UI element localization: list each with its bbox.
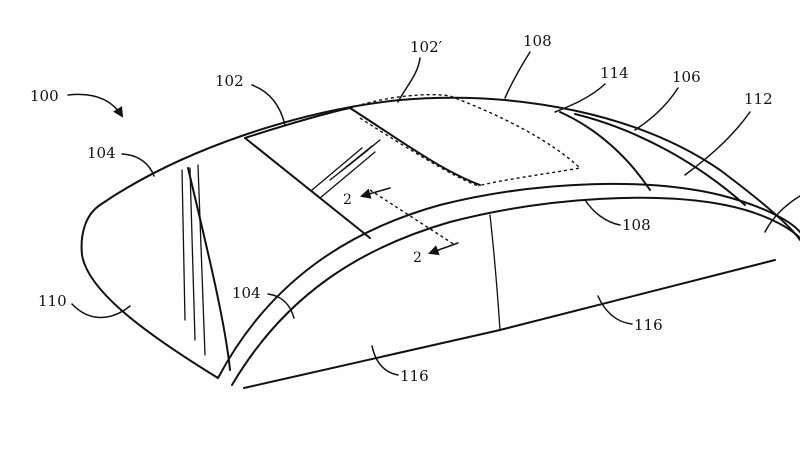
vehicle-roof-drawing bbox=[80, 93, 800, 389]
glass-shading bbox=[181, 139, 381, 356]
section-line-2-2: 2 2 bbox=[343, 187, 459, 266]
windshield-left-edge bbox=[244, 137, 371, 239]
roof-outer-curve bbox=[99, 96, 800, 241]
reference-numerals: 100 102 102′ 108 114 106 112 104 108 110… bbox=[30, 32, 800, 385]
windshield-top-edge bbox=[244, 107, 351, 139]
ref-108-mid: 108 bbox=[622, 216, 651, 234]
ref-100: 100 bbox=[30, 87, 59, 105]
ref-104-lower: 104 bbox=[232, 284, 261, 302]
bottom-sill-front bbox=[243, 329, 501, 389]
ref-112: 112 bbox=[744, 90, 773, 108]
rear-pillar-1 bbox=[559, 111, 651, 191]
bottom-sill-rear bbox=[499, 259, 776, 331]
section-label-top: 2 bbox=[343, 192, 352, 208]
ref-116-lower: 116 bbox=[400, 367, 429, 385]
alternate-windshield-inner bbox=[359, 117, 479, 187]
ref-102-prime: 102′ bbox=[410, 38, 443, 56]
front-left-edge bbox=[80, 204, 219, 379]
section-label-bottom: 2 bbox=[413, 250, 422, 266]
ref-114: 114 bbox=[600, 64, 629, 82]
side-arch-inner bbox=[231, 196, 800, 386]
ref-110: 110 bbox=[38, 292, 67, 310]
alternate-windshield-outline bbox=[349, 93, 582, 187]
rear-pillar-2 bbox=[574, 113, 746, 206]
ref-108-top: 108 bbox=[523, 32, 552, 50]
ref-102: 102 bbox=[215, 72, 244, 90]
side-arch-outer bbox=[217, 182, 800, 379]
ref-104-upper: 104 bbox=[87, 144, 116, 162]
a-pillar-line bbox=[187, 167, 231, 371]
windshield-right-edge bbox=[349, 107, 481, 186]
ref-116-right: 116 bbox=[634, 316, 663, 334]
ref-106: 106 bbox=[672, 68, 701, 86]
b-pillar-line bbox=[489, 214, 501, 331]
